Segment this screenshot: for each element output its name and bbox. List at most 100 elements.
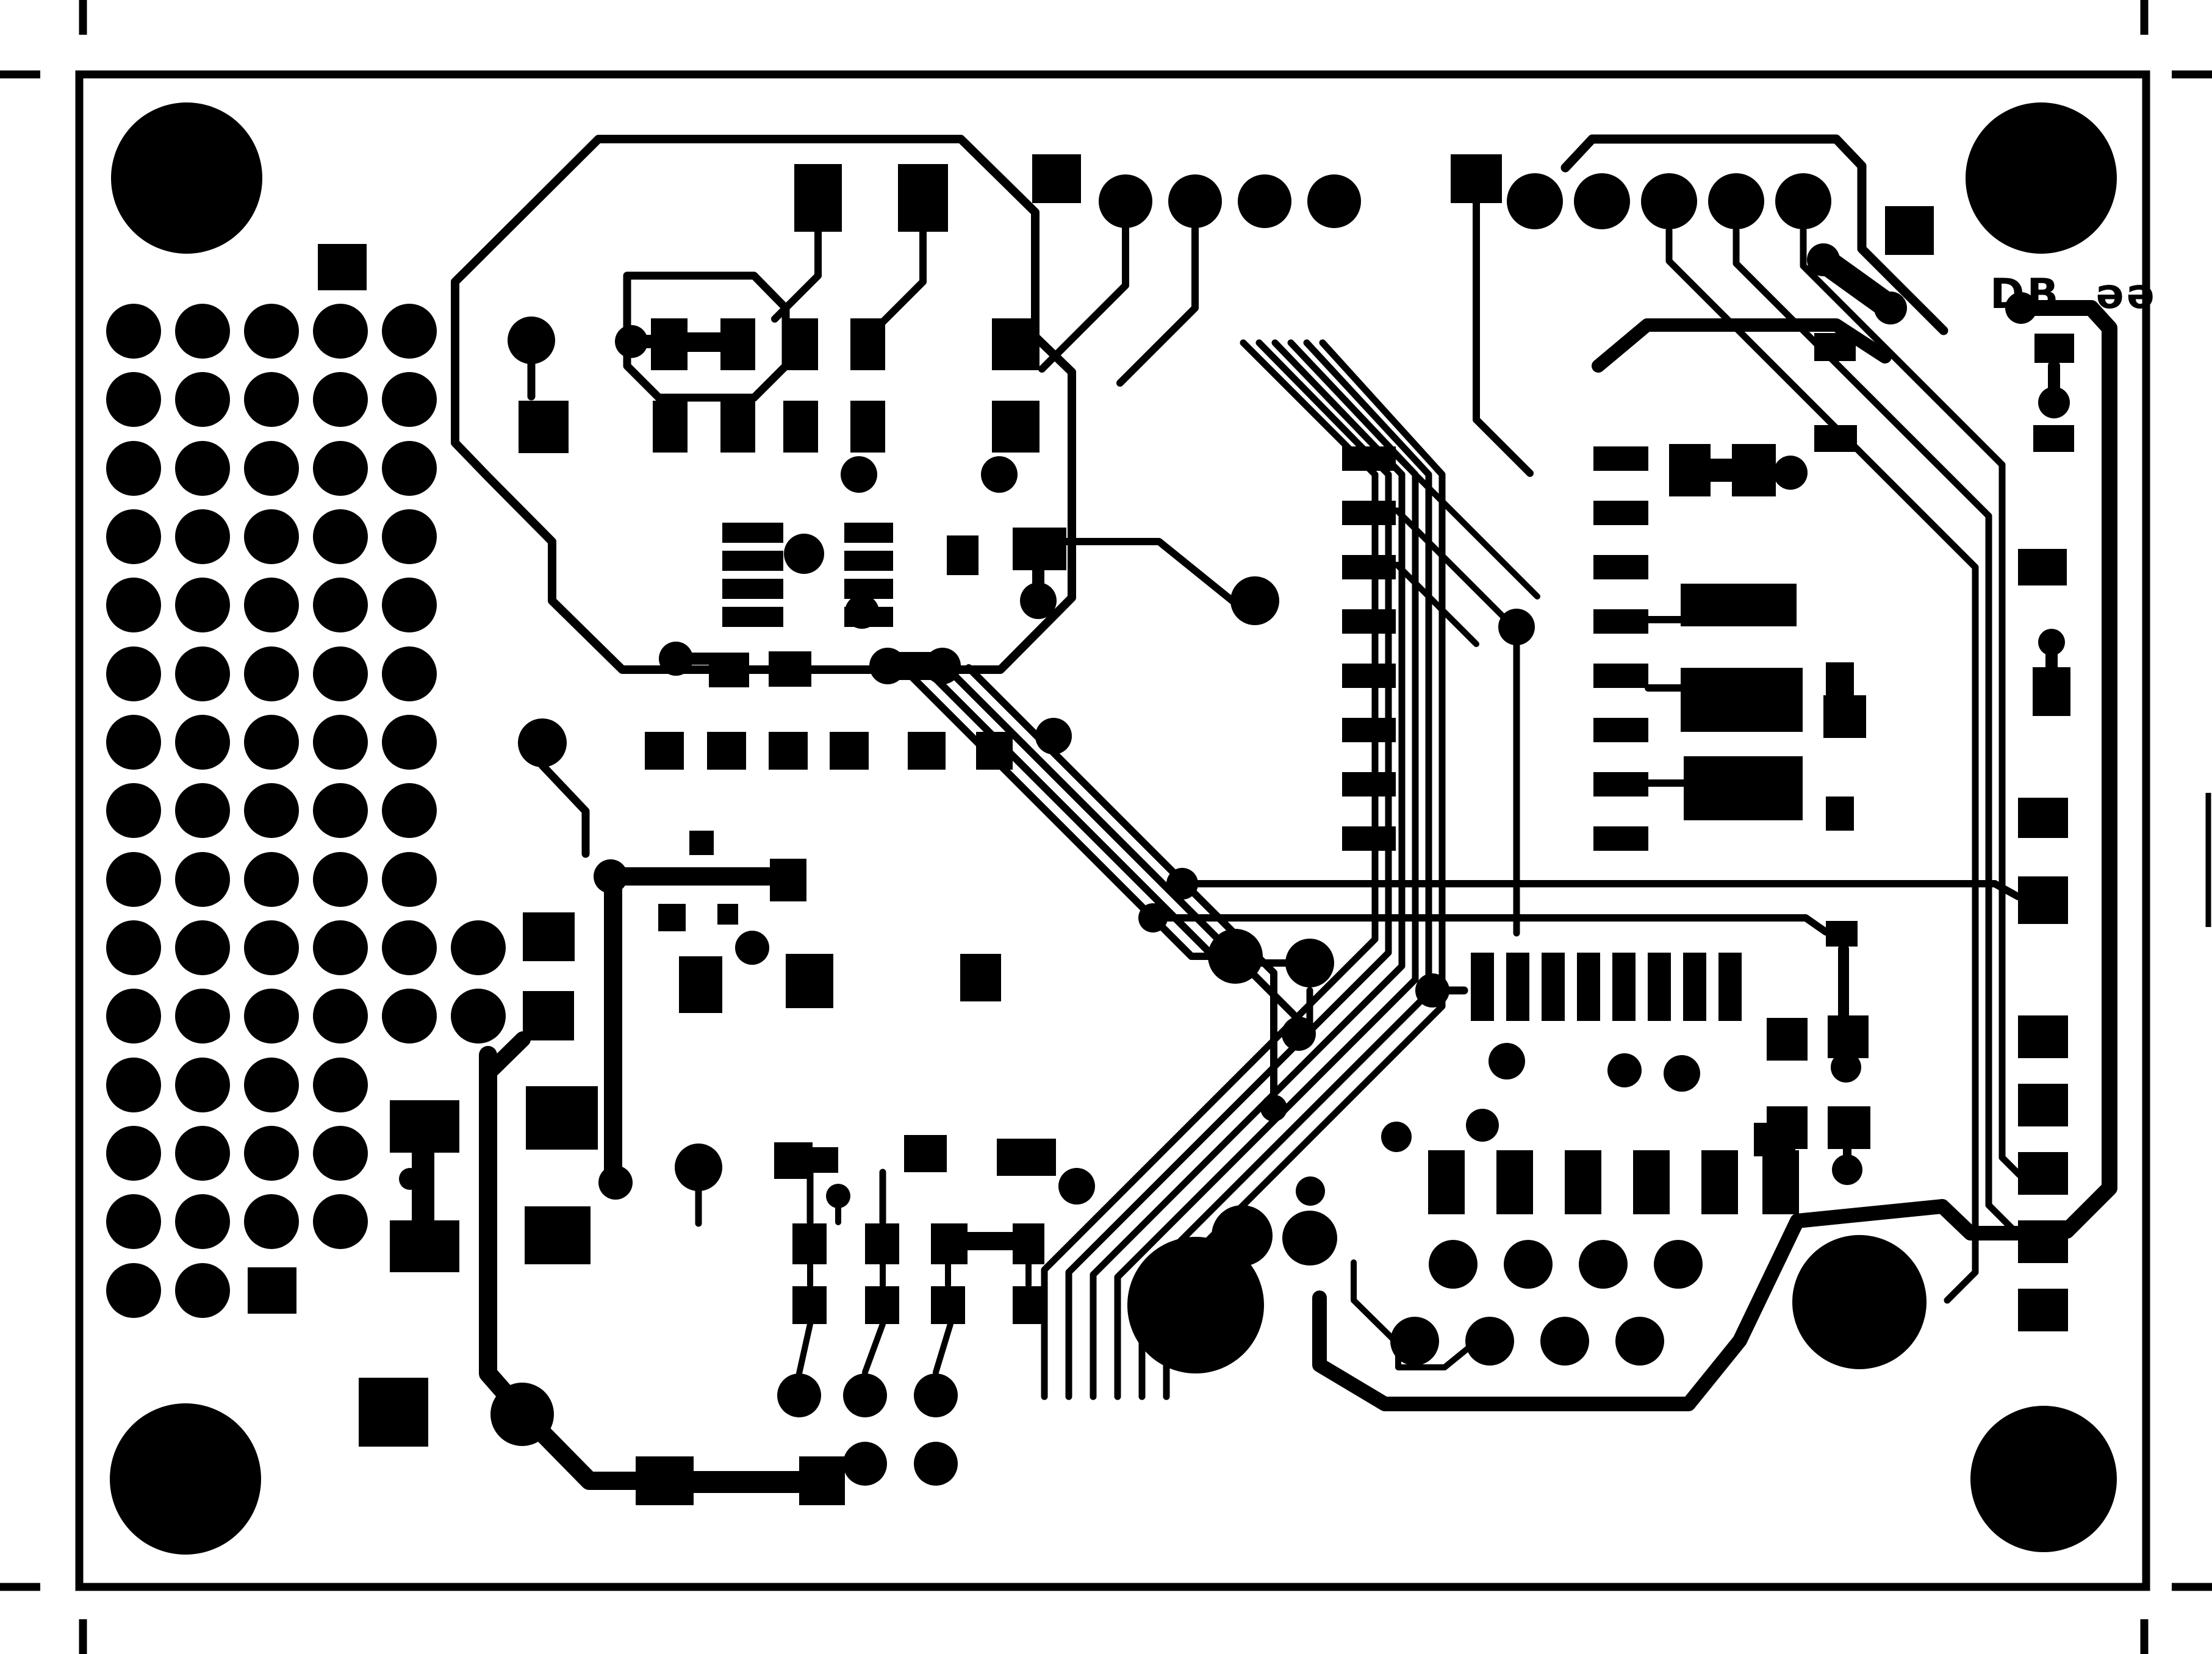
- pad: [526, 1086, 598, 1150]
- trace: [862, 1321, 886, 1375]
- proto-grid-pad: [106, 715, 161, 770]
- proto-grid-pad: [244, 1194, 299, 1249]
- trace: [1394, 453, 1540, 600]
- proto-grid-pad: [175, 783, 230, 838]
- pad: [1593, 772, 1648, 797]
- pad: [651, 318, 688, 370]
- pad: [2034, 334, 2074, 363]
- via-pad: [1020, 582, 1057, 619]
- board-outline: [75, 70, 2150, 1591]
- proto-grid-pad: [451, 920, 506, 975]
- via-pad: [518, 718, 567, 767]
- pad: [802, 1147, 838, 1173]
- via-pad: [1285, 939, 1334, 987]
- trace: [479, 1046, 531, 1422]
- proto-grid-pad: [313, 989, 368, 1044]
- proto-grid-pad: [175, 646, 230, 701]
- via-pad: [1238, 174, 1291, 228]
- proto-grid-pad: [313, 1194, 368, 1249]
- proto-grid-pad: [106, 989, 161, 1044]
- pad: [844, 523, 893, 543]
- proto-grid-pad: [106, 1194, 161, 1249]
- trace: [1065, 339, 1392, 1400]
- proto-grid-pad: [451, 989, 506, 1044]
- pad: [1342, 664, 1396, 688]
- pad: [865, 1223, 899, 1264]
- mounting-hole-pad: [110, 1403, 261, 1555]
- via-pad: [1138, 903, 1168, 933]
- pad: [248, 1267, 296, 1314]
- proto-grid-pad: [244, 920, 299, 975]
- proto-grid-pad: [313, 715, 368, 770]
- pad: [904, 1135, 947, 1172]
- proto-grid-pad: [313, 646, 368, 701]
- via-pad: [1540, 1317, 1589, 1366]
- proto-grid-pad: [382, 989, 437, 1044]
- pad: [947, 535, 979, 575]
- pad: [1593, 555, 1648, 579]
- proto-grid-pad: [244, 783, 299, 838]
- via-pad: [777, 1373, 821, 1417]
- via-pad: [1381, 1122, 1412, 1152]
- via-pad: [1208, 929, 1263, 984]
- pad: [525, 1206, 591, 1264]
- proto-grid-pad: [106, 783, 161, 838]
- via-pad: [1212, 1205, 1273, 1266]
- pad: [1612, 953, 1636, 1021]
- via-pad: [1465, 1317, 1514, 1366]
- pad: [931, 1286, 965, 1324]
- via-pad: [615, 325, 648, 358]
- proto-grid-pad: [382, 715, 437, 770]
- pad: [722, 607, 783, 627]
- pad: [1593, 609, 1648, 634]
- via-pad: [1807, 243, 1840, 276]
- proto-grid-pad: [313, 920, 368, 975]
- via-pad: [1429, 1240, 1478, 1289]
- pad: [850, 318, 885, 370]
- pad: [1342, 555, 1396, 579]
- pad: [1013, 528, 1066, 570]
- via-pad: [1282, 1211, 1337, 1266]
- proto-grid-pad: [244, 304, 299, 359]
- via-pad: [869, 648, 906, 684]
- proto-grid-pad: [244, 1058, 299, 1112]
- pad: [1342, 609, 1396, 634]
- via-pad: [1230, 576, 1279, 625]
- proto-grid-pad: [313, 1126, 368, 1181]
- pad: [783, 401, 818, 453]
- mounting-hole-pad: [1792, 1235, 1927, 1369]
- trace: [481, 1031, 531, 1080]
- proto-grid-pad: [175, 1194, 230, 1249]
- pad: [786, 954, 833, 1008]
- pad: [658, 904, 686, 931]
- via-pad: [1415, 973, 1449, 1008]
- trace: [1038, 225, 1129, 373]
- pad: [390, 1220, 459, 1272]
- pad: [992, 318, 1040, 370]
- pad: [645, 732, 684, 770]
- pad: [792, 1286, 827, 1324]
- pad: [523, 991, 574, 1040]
- pad: [792, 1223, 827, 1264]
- pad: [1718, 953, 1742, 1021]
- via-pad: [826, 1184, 850, 1208]
- pad: [1593, 664, 1648, 688]
- proto-grid-pad: [106, 1126, 161, 1181]
- proto-grid-pad: [106, 920, 161, 975]
- proto-grid-pad: [106, 441, 161, 496]
- via-layer: [399, 173, 2070, 1486]
- via-pad: [1664, 1055, 1700, 1092]
- proto-grid-pad: [175, 304, 230, 359]
- trace: [933, 1321, 953, 1375]
- pad: [769, 651, 811, 687]
- proto-grid-pad: [382, 372, 437, 427]
- trace: [451, 135, 1076, 674]
- pad: [1708, 459, 1734, 482]
- pad: [1593, 718, 1648, 742]
- pad: [1633, 1150, 1670, 1214]
- proto-grid-pad: [106, 852, 161, 907]
- proto-grid-pad: [175, 989, 230, 1044]
- pad: [390, 1100, 459, 1153]
